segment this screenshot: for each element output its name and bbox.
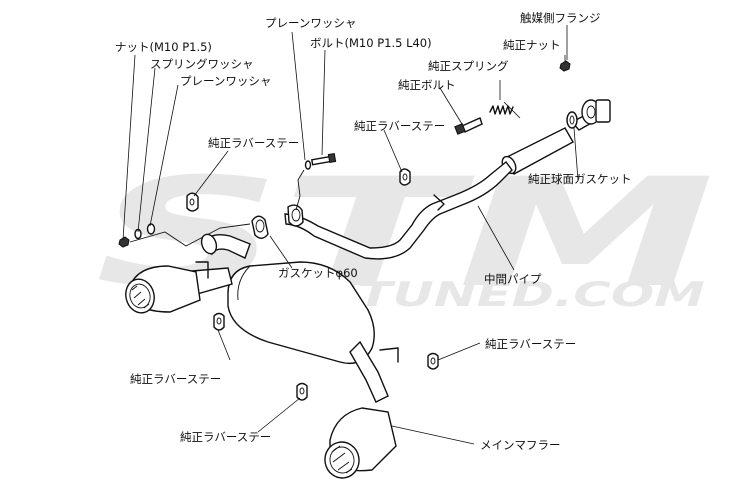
rubber-stay-bottom bbox=[296, 382, 308, 401]
label-catalyst-flange: 触媒側フランジ bbox=[520, 11, 601, 25]
label-plain-washer-left: プレーンワッシャ bbox=[180, 74, 271, 88]
label-rubber-stay-right: 純正ラバーステー bbox=[485, 337, 576, 351]
label-gasket-60: ガスケットφ60 bbox=[278, 266, 358, 280]
center-pipe bbox=[284, 99, 611, 260]
label-nut-spec: ナット(M10 P1.5) bbox=[115, 40, 212, 54]
label-plain-washer-top: プレーンワッシャ bbox=[265, 16, 356, 30]
spherical-gasket bbox=[566, 111, 578, 129]
label-spring-washer: スプリングワッシャ bbox=[150, 57, 254, 71]
labels: 触媒側フランジ 純正ナット 純正スプリング 純正ボルト プレーンワッシャ ボルト… bbox=[115, 11, 632, 452]
label-rubber-stay-left-bottom: 純正ラバーステー bbox=[130, 372, 221, 386]
genuine-bolt bbox=[454, 117, 483, 135]
genuine-nut bbox=[559, 60, 571, 72]
label-main-muffler: メインマフラー bbox=[480, 438, 561, 452]
label-center-pipe: 中間パイプ bbox=[484, 272, 542, 286]
rubber-stay-right bbox=[427, 352, 439, 370]
gasket-60 bbox=[251, 204, 304, 239]
label-rubber-stay-bottom: 純正ラバーステー bbox=[180, 430, 271, 444]
bolt-top bbox=[304, 152, 337, 170]
label-genuine-bolt: 純正ボルト bbox=[398, 78, 456, 92]
rubber-stay-left-top bbox=[186, 192, 199, 212]
genuine-spring bbox=[489, 101, 521, 119]
label-rubber-stay-center-top: 純正ラバーステー bbox=[354, 119, 445, 133]
label-bolt-spec: ボルト(M10 P1.5 L40) bbox=[310, 36, 432, 50]
main-muffler bbox=[125, 233, 399, 479]
rubber-stay-center bbox=[399, 168, 411, 186]
label-spherical-gasket: 純正球面ガスケット bbox=[528, 172, 632, 186]
rubber-stay-left-bottom bbox=[213, 312, 225, 331]
leader-lines bbox=[122, 25, 579, 445]
label-rubber-stay-left-top: 純正ラバーステー bbox=[208, 136, 299, 150]
label-genuine-spring: 純正スプリング bbox=[428, 59, 509, 73]
label-genuine-nut: 純正ナット bbox=[503, 38, 561, 52]
